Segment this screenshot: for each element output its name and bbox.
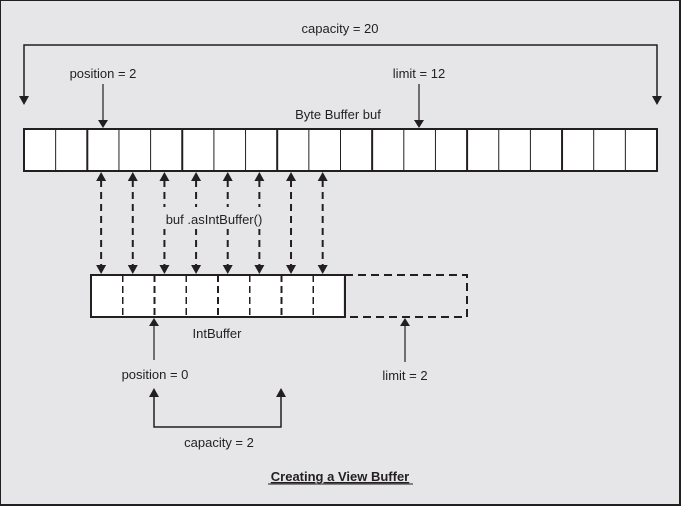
int-capacity-bracket xyxy=(149,388,286,428)
byte-capacity-left-arrow-icon xyxy=(19,96,29,105)
int-buffer-extension xyxy=(344,274,468,318)
byte-position-arrow-icon xyxy=(98,120,108,128)
int-buffer-name: IntBuffer xyxy=(193,326,243,341)
mapping-arrow-down-icon xyxy=(159,265,170,274)
mapping-arrow-up-icon xyxy=(254,172,265,181)
diagram-title: Creating a View Buffer xyxy=(271,469,409,484)
mapping-arrow xyxy=(286,172,297,274)
mapping-arrow-down-icon xyxy=(191,265,202,274)
int-capacity-bracket-line xyxy=(153,397,282,428)
byte-capacity-bracket-line xyxy=(23,44,658,96)
mapping-arrow xyxy=(127,172,138,274)
byte-capacity-right-arrow-icon xyxy=(652,96,662,105)
mapping-arrow-down-icon xyxy=(254,265,265,274)
byte-capacity-label: capacity = 20 xyxy=(302,21,379,36)
mapping-arrow-down-icon xyxy=(96,265,107,274)
mapping-arrow-up-icon xyxy=(96,172,107,181)
mapping-arrow-up-icon xyxy=(159,172,170,181)
mapping-arrow-up-icon xyxy=(222,172,233,181)
byte-buffer-name: Byte Buffer buf xyxy=(295,107,381,122)
mapping-arrow-up-icon xyxy=(191,172,202,181)
byte-limit-arrow-icon xyxy=(414,120,424,128)
int-limit-arrow-icon xyxy=(400,318,410,326)
mapping-arrow-down-icon xyxy=(286,265,297,274)
mapping-arrow-up-icon xyxy=(127,172,138,181)
int-buffer xyxy=(90,274,346,318)
mapping-arrow-up-icon xyxy=(286,172,297,181)
mapping-arrow xyxy=(96,172,107,274)
mapping-arrow-down-icon xyxy=(222,265,233,274)
int-position-arrow-icon xyxy=(149,318,159,326)
method-label-bg xyxy=(155,207,275,229)
int-limit-label: limit = 2 xyxy=(382,368,427,383)
int-capacity-right-arrow-icon xyxy=(276,388,286,397)
byte-capacity-bracket xyxy=(19,44,662,105)
mapping-arrow xyxy=(317,172,328,274)
mapping-arrow-down-icon xyxy=(317,265,328,274)
byte-limit-label: limit = 12 xyxy=(393,66,445,81)
mapping-arrow-down-icon xyxy=(127,265,138,274)
method-label: buf .asIntBuffer() xyxy=(166,212,263,227)
mapping-arrow-up-icon xyxy=(317,172,328,181)
byte-buffer xyxy=(23,128,658,172)
int-capacity-label: capacity = 2 xyxy=(184,435,254,450)
byte-position-label: position = 2 xyxy=(70,66,137,81)
int-capacity-left-arrow-icon xyxy=(149,388,159,397)
int-position-label: position = 0 xyxy=(122,367,189,382)
